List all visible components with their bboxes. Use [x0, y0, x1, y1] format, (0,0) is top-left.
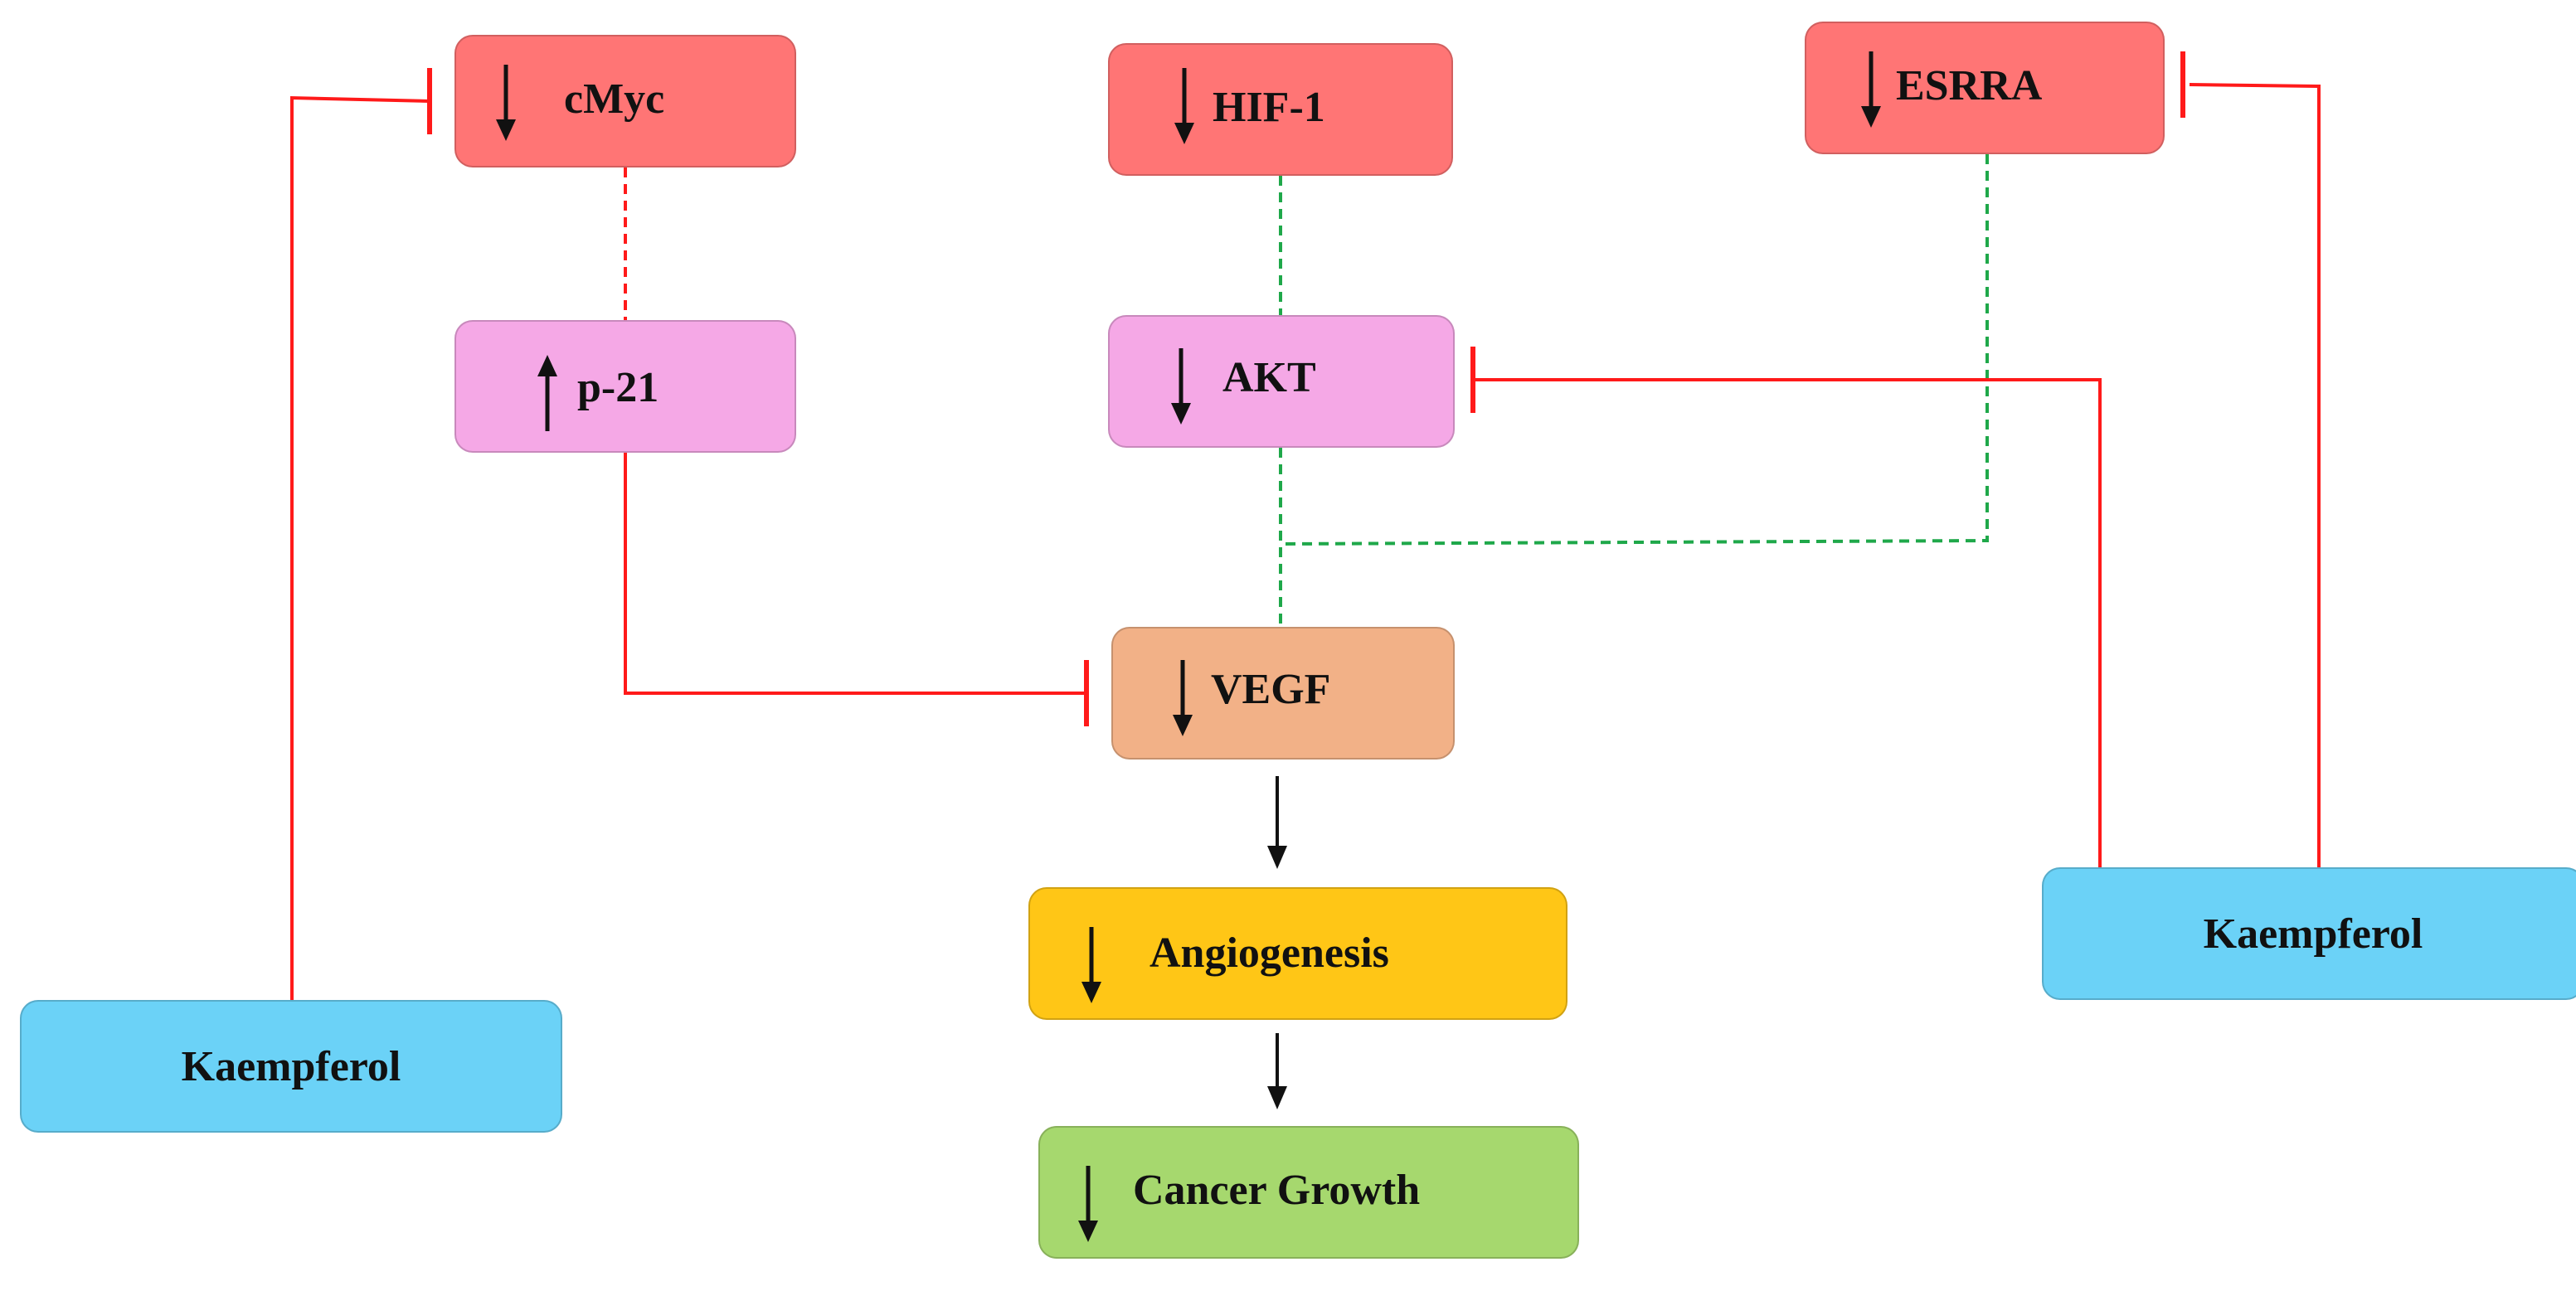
cmyc-label: cMyc	[564, 75, 665, 123]
edges-layer	[290, 51, 2321, 1109]
esrra-node: ESRRA	[1805, 22, 2165, 154]
down-arrow-icon	[1846, 48, 1896, 131]
kaempferol-esrra-inhibition-line	[2189, 83, 2321, 867]
vegf-node: VEGF	[1111, 627, 1455, 760]
down-arrowhead-icon	[1267, 1086, 1287, 1109]
kaempferol-right-node: Kaempferol	[2042, 867, 2576, 1000]
kaempferol-cmyc-inhibition-line	[290, 95, 430, 1000]
down-arrow-icon	[1158, 657, 1208, 740]
cancer-growth-node: Cancer Growth	[1038, 1126, 1579, 1259]
esrra-vegf-dashed-link	[1280, 154, 1989, 546]
p21-vegf-inhibition-line	[624, 453, 1086, 695]
p21-node: p-21	[454, 320, 796, 453]
kaempferol-left-node: Kaempferol	[20, 1000, 562, 1133]
down-arrow-icon	[1159, 65, 1209, 148]
esrra-label: ESRRA	[1896, 62, 2043, 109]
down-arrow-icon	[1063, 1162, 1113, 1245]
hif1-node: HIF-1	[1108, 43, 1453, 176]
down-arrow-icon	[1156, 345, 1206, 428]
up-arrow-icon	[522, 352, 572, 434]
p21-label: p-21	[577, 364, 659, 411]
kaempferol-left-label: Kaempferol	[181, 1042, 401, 1090]
angiogenesis-label: Angiogenesis	[1149, 929, 1389, 977]
angiogenesis-node: Angiogenesis	[1028, 887, 1567, 1020]
akt-node: AKT	[1108, 315, 1455, 448]
down-arrow-icon	[1067, 924, 1116, 1007]
cancer-growth-label: Cancer Growth	[1133, 1167, 1421, 1214]
down-arrow-icon	[481, 61, 531, 144]
down-arrowhead-icon	[1267, 846, 1287, 869]
akt-label: AKT	[1222, 354, 1316, 401]
hif1-label: HIF-1	[1213, 84, 1325, 131]
vegf-label: VEGF	[1211, 666, 1331, 713]
kaempferol-right-label: Kaempferol	[2203, 910, 2423, 958]
kaempferol-akt-inhibition-line	[1475, 378, 2102, 867]
cmyc-node: cMyc	[454, 35, 796, 167]
